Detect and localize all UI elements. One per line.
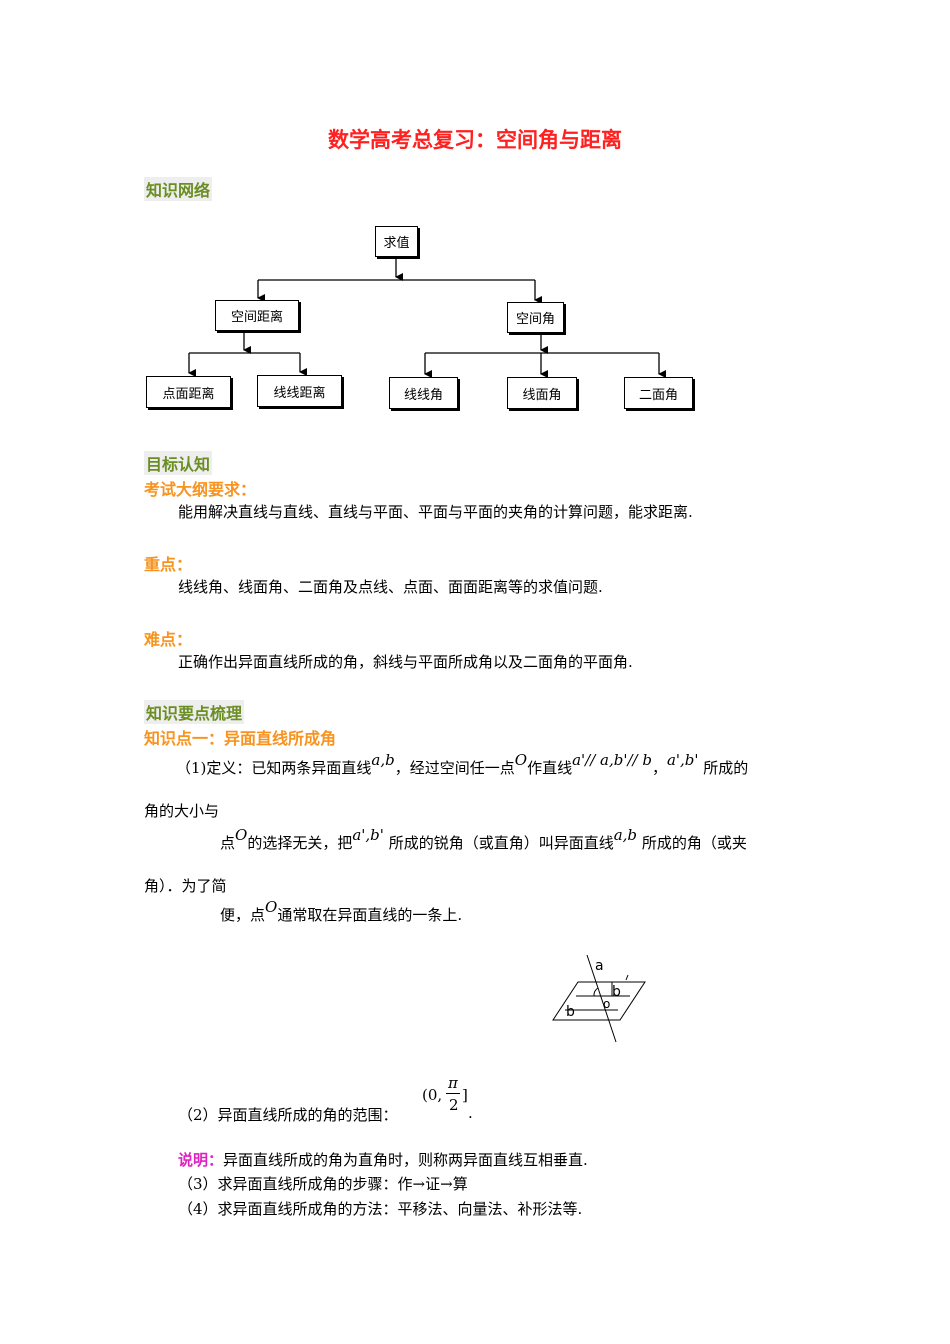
text: ，经过空间任一点 (394, 759, 515, 777)
page-title: 数学高考总复习：空间角与距离 (328, 128, 622, 152)
outline-label: 考试大纲要求： (144, 480, 257, 499)
kp1-heading: 知识点一：异面直线所成角 (144, 729, 337, 748)
difficulty-text: 正确作出异面直线所成的角，斜线与平面所成角以及二面角的平面角. (178, 653, 633, 671)
math-apbp: a',b' (352, 826, 384, 844)
text: ， (651, 759, 667, 777)
skew-lines-figure: a b b o (552, 954, 646, 1043)
fig-label-a: a (595, 958, 604, 974)
definition-line-5: 便，点O通常取在异面直线的一条上. (220, 898, 463, 925)
key-label: 重点： (144, 555, 193, 574)
key-text: 线线角、线面角、二面角及点线、点面、面面距离等的求值问题. (178, 578, 603, 596)
note: 说明：异面直线所成的角为直角时，则称两异面直线互相垂直. (178, 1149, 588, 1170)
fig-label-o: o (603, 997, 610, 1011)
note-label: 说明： (178, 1151, 224, 1169)
knowledge-tree-connectors (188, 257, 666, 378)
math-ab: a,b (371, 751, 395, 769)
range-open: (0, (422, 1086, 443, 1104)
text: 便，点 (220, 906, 266, 924)
range-label: （2）异面直线所成的角的范围： (178, 1106, 398, 1124)
note-text: 异面直线所成的角为直角时，则称两异面直线互相垂直. (223, 1151, 588, 1169)
node-root: 求值 (375, 226, 418, 257)
node-line-plane-angle: 线面角 (507, 377, 577, 409)
node-line-line-angle: 线线角 (389, 377, 458, 409)
node-dihedral-angle: 二面角 (624, 377, 693, 409)
range-pi: π (448, 1074, 458, 1092)
math-O: O (265, 898, 278, 916)
text: （3）求异面直线所成角的步骤：作 (178, 1175, 413, 1193)
range-close: ] (462, 1086, 468, 1104)
section-heading-network: 知识网络 (144, 177, 213, 201)
node-angle: 空间角 (507, 302, 564, 333)
arrow-right-icon: → (412, 1175, 426, 1193)
fig-label-b: b (566, 1004, 575, 1020)
arrow-right-icon: → (440, 1175, 453, 1193)
methods: （4）求异面直线所成角的方法：平移法、向量法、补形法等. (178, 1200, 583, 1218)
definition-line-4: 角）．为了简 (144, 877, 227, 895)
section-heading-points: 知识要点梳理 (144, 700, 245, 724)
fig-label-bp: b (612, 984, 621, 1000)
math-O: O (514, 751, 528, 769)
definition-line-2: 角的大小与 (144, 802, 220, 820)
text: 所成的角（或夹 (641, 834, 747, 852)
math-O: O (235, 826, 248, 844)
text: 所成的锐角（或直角）叫异面直线 (388, 834, 614, 852)
node-point-plane-distance: 点面距离 (146, 376, 231, 408)
difficulty-label: 难点： (144, 630, 193, 649)
text: 所成的 (703, 759, 749, 777)
math-apbp: a',b' (666, 751, 699, 769)
math-parallel: a'// a,b'// b (572, 751, 652, 769)
definition-line-1: （1)定义：已知两条异面直线a,b，经过空间任一点O作直线a'// a,b'//… (176, 751, 749, 778)
section-heading-goals: 目标认知 (144, 451, 213, 475)
math-ab: a,b (613, 826, 638, 844)
text: 的选择无关，把 (247, 834, 353, 852)
steps: （3）求异面直线所成角的步骤：作→证→算 (178, 1173, 468, 1194)
definition-line-3: 点O的选择无关，把a',b' 所成的锐角（或直角）叫异面直线a,b 所成的角（或… (220, 826, 747, 853)
text: 通常取在异面直线的一条上. (277, 906, 463, 924)
node-distance: 空间距离 (215, 300, 299, 331)
node-line-line-distance: 线线距离 (257, 375, 342, 407)
text: 点 (220, 834, 236, 852)
range-period: . (468, 1104, 473, 1122)
text: 作直线 (527, 759, 573, 777)
range-two: 2 (449, 1096, 459, 1114)
text: 算 (452, 1175, 468, 1193)
text: 证 (425, 1175, 441, 1193)
outline-text: 能用解决直线与直线、直线与平面、平面与平面的夹角的计算问题，能求距离. (178, 503, 693, 521)
text: （1)定义：已知两条异面直线 (176, 759, 372, 777)
